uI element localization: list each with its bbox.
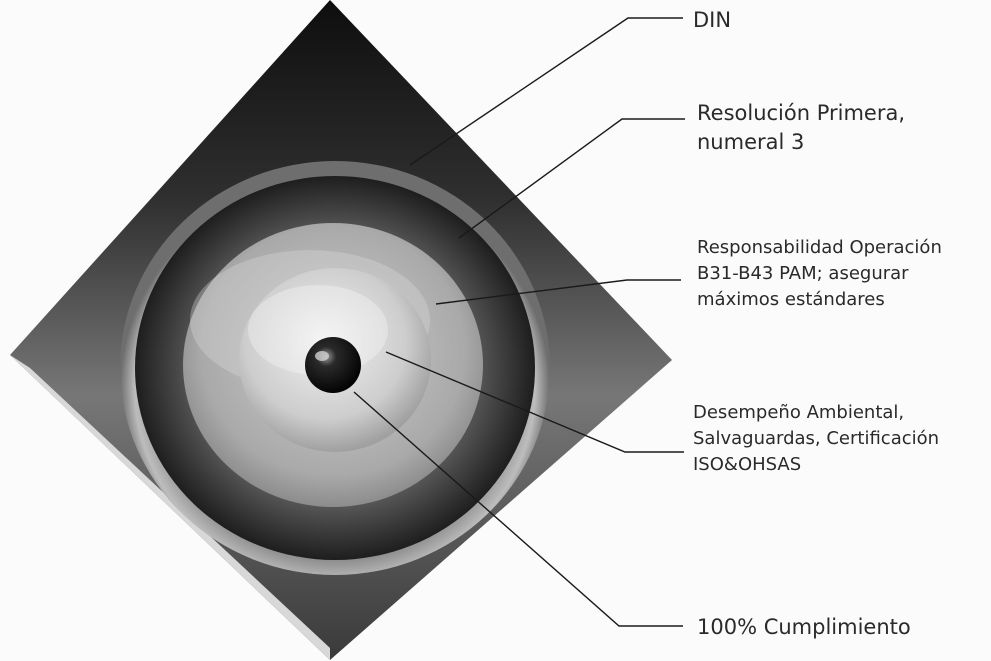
label-din: DIN bbox=[693, 8, 732, 32]
label-resolucion: Resolución Primera, numeral 3 bbox=[697, 101, 906, 154]
leader-line-din bbox=[409, 17, 683, 166]
leader-line-cumplimiento bbox=[353, 391, 683, 627]
center-ball bbox=[305, 337, 361, 393]
diamond-bevel bbox=[10, 355, 330, 660]
center-ball-shine bbox=[315, 351, 329, 361]
label-responsabilidad: Responsabilidad Operación B31-B43 PAM; a… bbox=[697, 237, 942, 310]
leader-line-responsabilidad bbox=[435, 279, 681, 305]
label-cumplimiento: 100% Cumplimiento bbox=[697, 615, 911, 639]
leader-line-resolucion bbox=[458, 118, 685, 239]
label-desempeno: Desempeño Ambiental, Salvaguardas, Certi… bbox=[693, 402, 940, 475]
leader-line-desempeno bbox=[385, 351, 684, 453]
